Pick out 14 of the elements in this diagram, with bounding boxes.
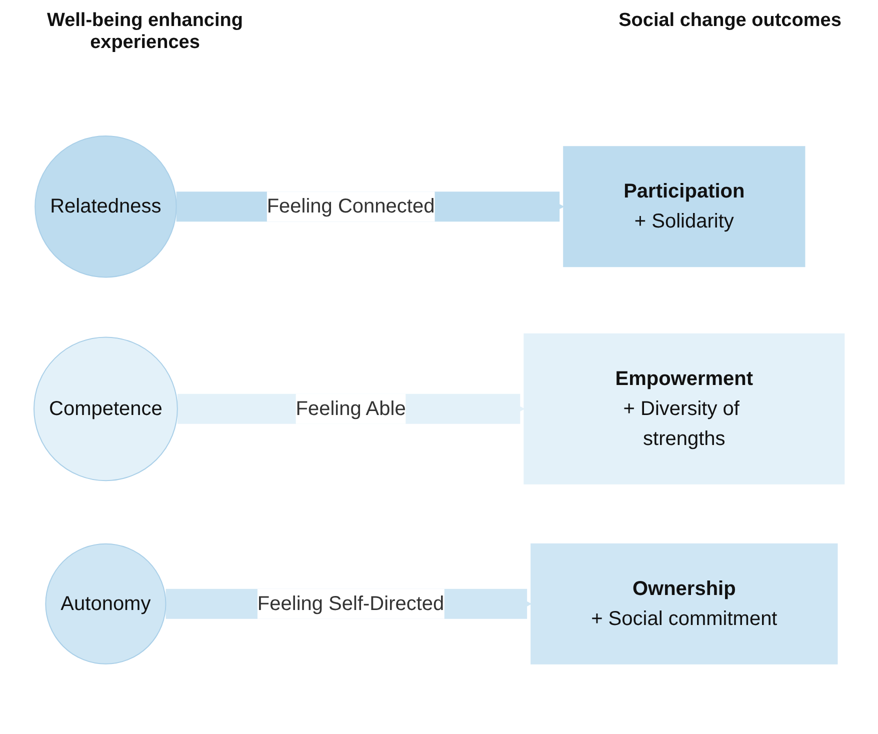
arrow — [176, 192, 564, 222]
edge-label: Feeling Connected — [266, 196, 435, 218]
column-heading: Social change outcomes — [618, 10, 842, 32]
arrow — [166, 588, 532, 619]
node-box: Empowerment + Diversity of strengths — [524, 333, 845, 484]
node-circle: Competence — [33, 336, 178, 482]
node-box: Ownership + Social commitment — [530, 543, 838, 664]
edge-label: Feeling Able — [296, 398, 406, 420]
node-circle: Autonomy — [45, 543, 166, 664]
node-box: Participation + Solidarity — [563, 146, 806, 268]
arrow — [177, 394, 524, 424]
edge-label: Feeling Self-Directed — [257, 592, 444, 615]
column-heading: Well-being enhancing experiences — [46, 10, 244, 54]
node-circle: Relatedness — [34, 136, 177, 278]
